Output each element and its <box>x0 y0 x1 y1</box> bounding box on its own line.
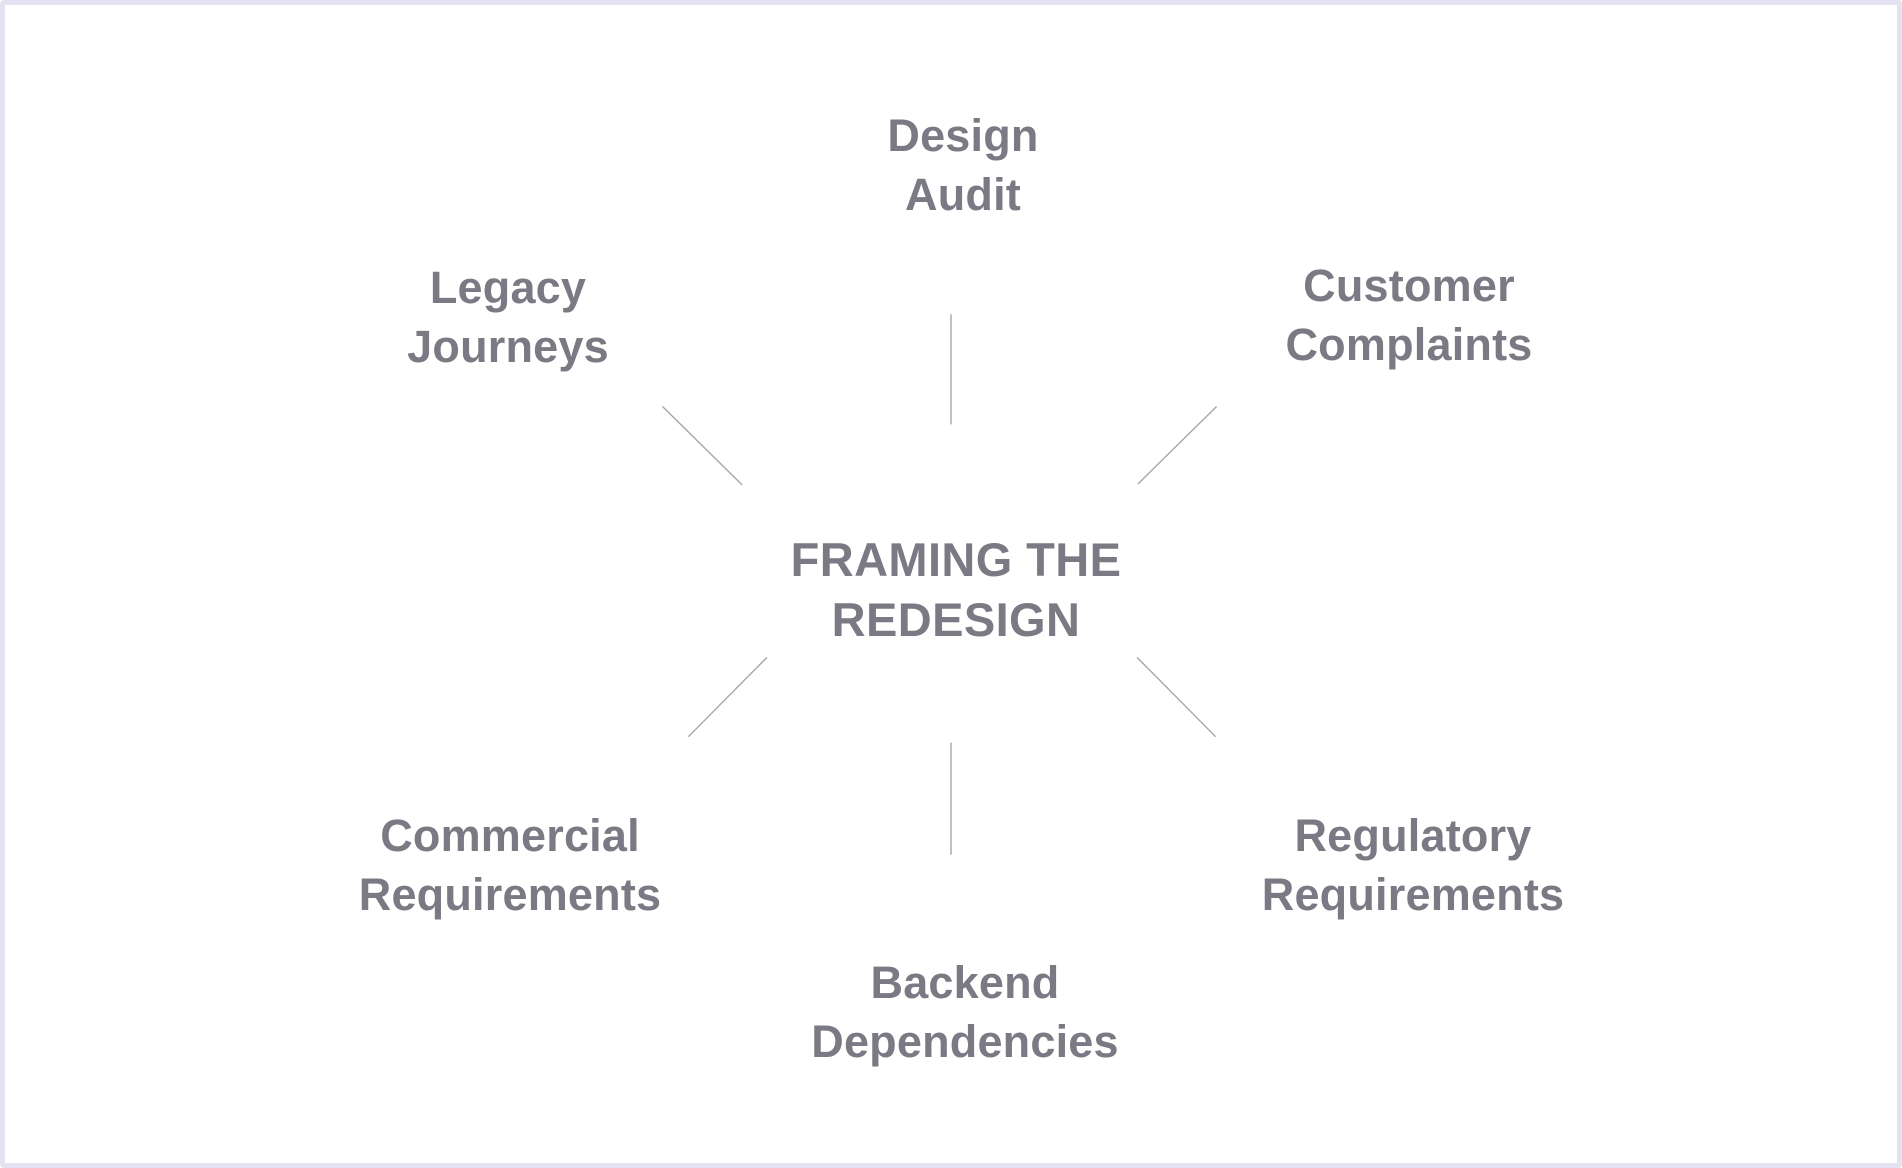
node-label-design-audit: Design Audit <box>887 110 1039 220</box>
node-label-legacy-journeys: Legacy Journeys <box>407 262 609 372</box>
spoke-lines <box>662 314 1218 855</box>
spoke-top-right <box>1137 406 1218 485</box>
node-label-regulatory-requirements: Regulatory Requirements <box>1261 810 1565 920</box>
node-label-commercial-requirements: Commercial Requirements <box>358 810 662 920</box>
diagram-center-title: FRAMING THE REDESIGN <box>790 533 1122 646</box>
node-label-customer-complaints: Customer Complaints <box>1285 260 1533 370</box>
spoke-bottom-left <box>687 656 768 738</box>
spoke-top-left <box>662 406 743 486</box>
node-label-backend-dependencies: Backend Dependencies <box>811 957 1119 1067</box>
spoke-bottom-right <box>1136 656 1217 738</box>
